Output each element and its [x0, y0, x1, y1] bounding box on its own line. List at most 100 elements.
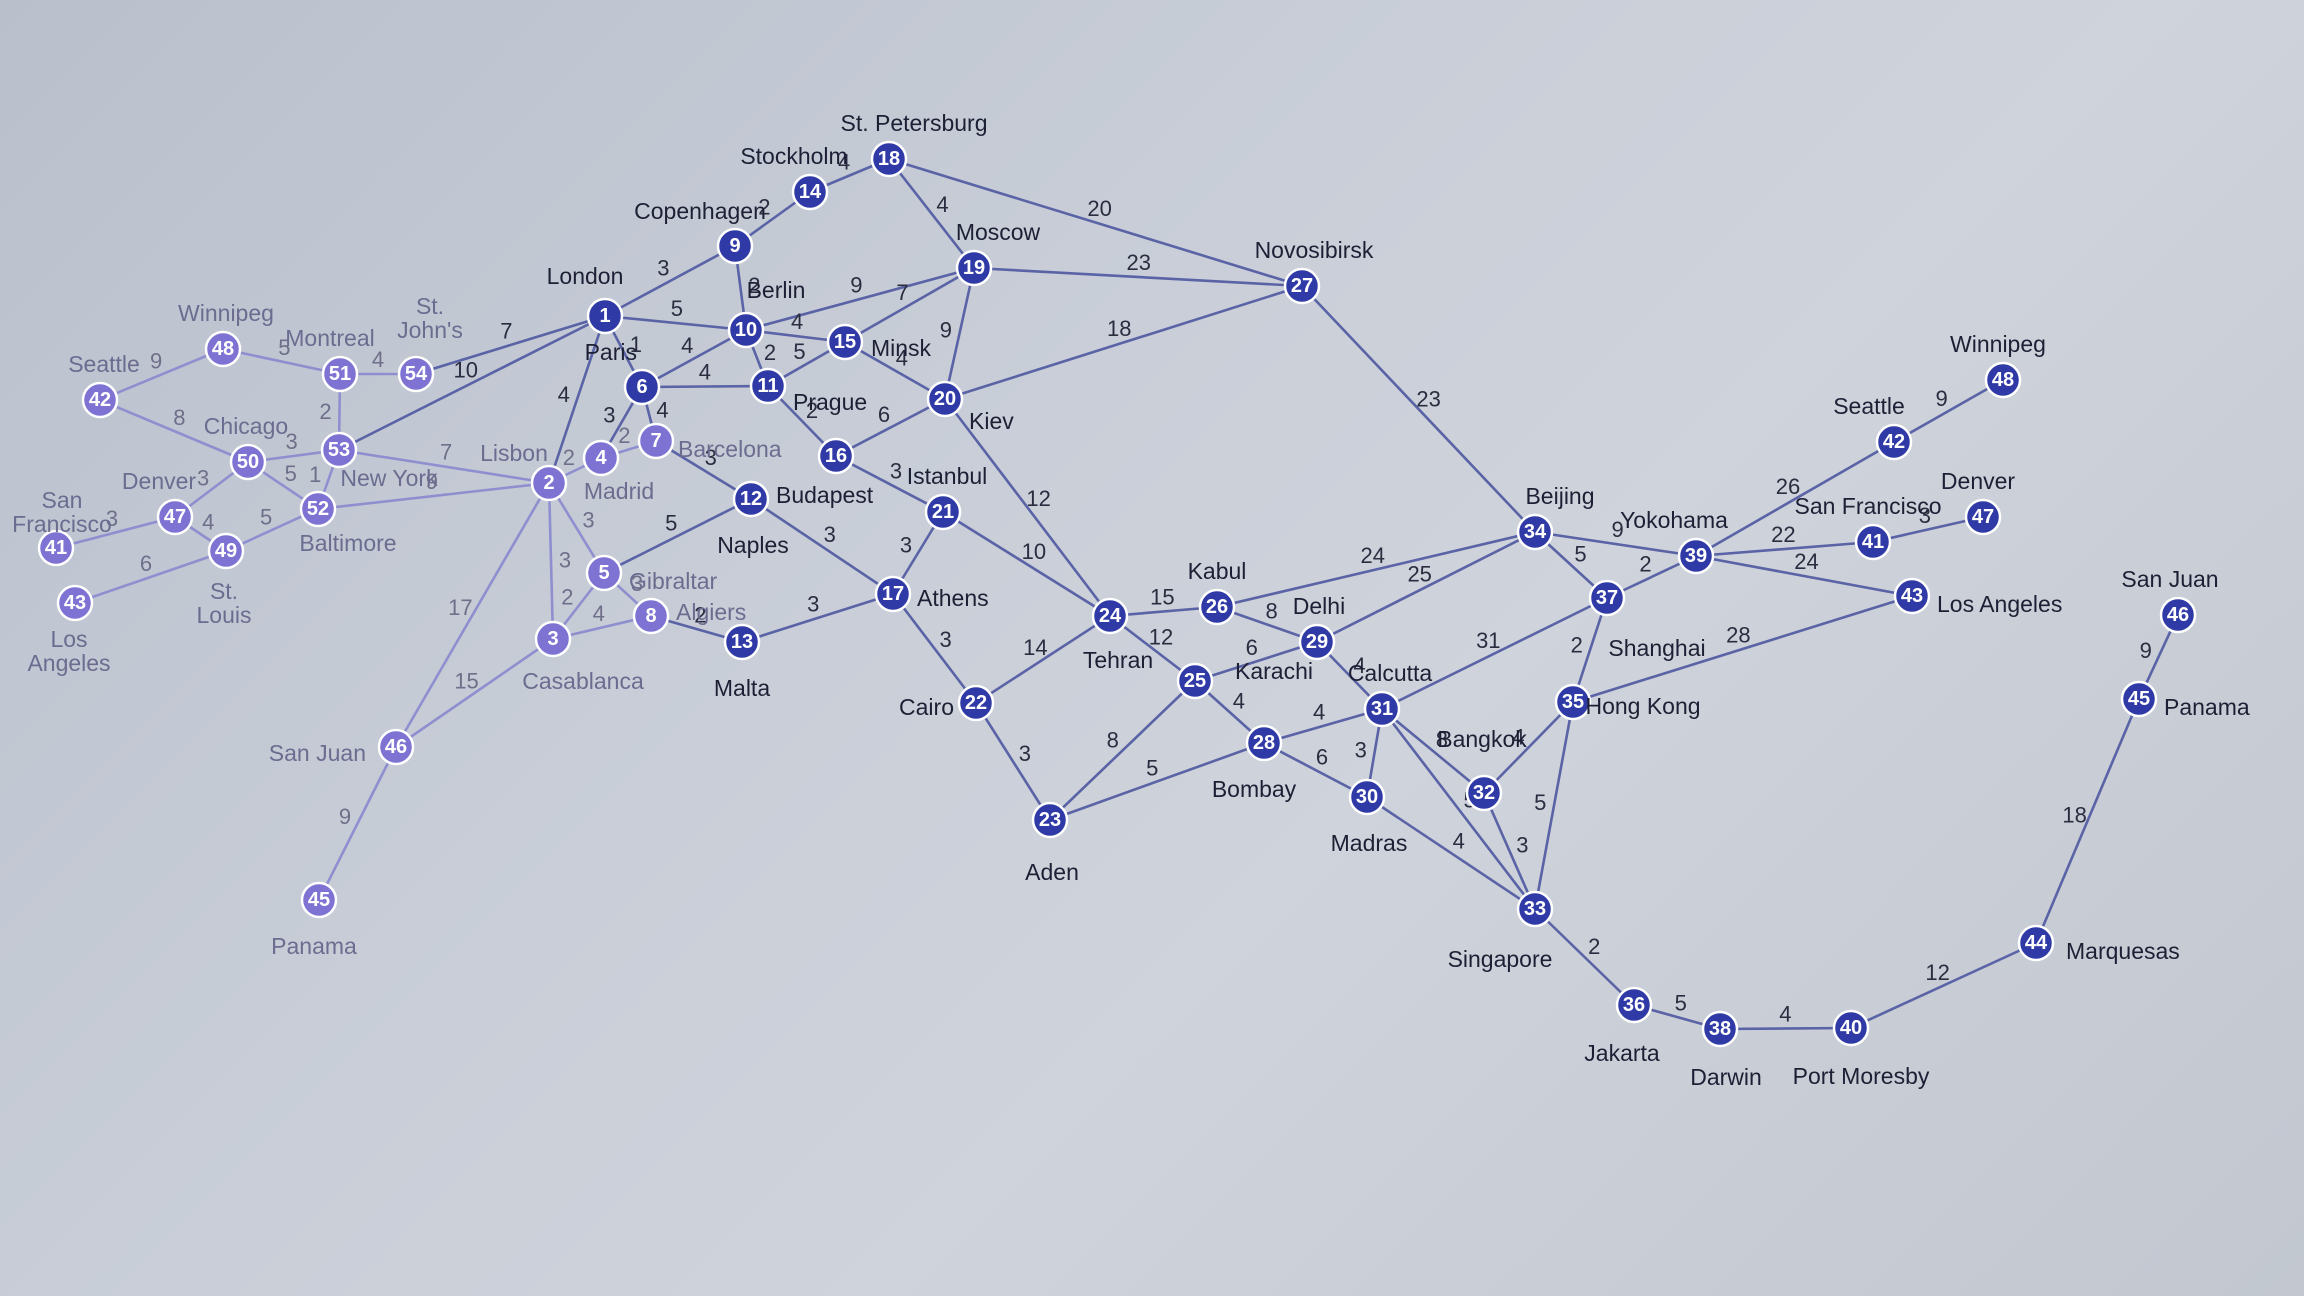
city-label: John's [397, 317, 463, 343]
node-circle [1516, 513, 1554, 551]
edge-weight: 4 [681, 333, 693, 358]
node-circle [926, 380, 964, 418]
edge-39-41r [1695, 540, 1874, 558]
node-circle [1964, 498, 2002, 536]
node-circle [1298, 623, 1336, 661]
node-number: 34 [1524, 521, 1547, 543]
edge-46l-45l [317, 746, 398, 901]
edge-48l-51 [222, 347, 341, 376]
edge-weight: 26 [1776, 474, 1800, 499]
edge-weight: 18 [1107, 316, 1131, 341]
edge-weight: 3 [900, 533, 912, 558]
edge-weight: 4 [1233, 689, 1245, 714]
edge-weight: 3 [890, 459, 902, 484]
city-label: Seattle [1833, 393, 1905, 419]
edge-weight: 25 [1407, 562, 1431, 587]
edge-18-19 [887, 158, 976, 269]
node-circle [1875, 423, 1913, 461]
edge-35-43r [1572, 594, 1913, 704]
edge-weight: 5 [665, 510, 677, 535]
node-number: 23 [1039, 809, 1061, 831]
edge-weight: 1 [630, 332, 642, 357]
city-label: Berlin [747, 277, 806, 303]
city-label: Singapore [1448, 946, 1553, 972]
edge-7-12 [655, 439, 752, 501]
edge-18-27 [888, 157, 1303, 288]
edge-weight: 3 [1355, 738, 1367, 763]
city-label: Baltimore [299, 530, 396, 556]
node-number: 24 [1099, 605, 1122, 627]
node-number: 12 [740, 488, 762, 510]
node-number: 37 [1596, 587, 1618, 609]
edge-19-27 [973, 266, 1303, 288]
node-circle [530, 464, 568, 502]
node-number: 21 [932, 501, 954, 523]
edge-weight: 6 [1316, 745, 1328, 770]
edge-weight: 4 [593, 601, 605, 626]
city-label: Budapest [776, 482, 874, 508]
node-41r: 41 San Francisco [1794, 493, 1942, 561]
node-circle [377, 728, 415, 766]
edge-weight: 3 [807, 592, 819, 617]
node-number: 46 [385, 736, 407, 758]
city-label: San [42, 487, 83, 513]
edge-2-46l [394, 482, 551, 748]
edge-weight: 5 [1534, 790, 1546, 815]
edge-6-11 [641, 384, 769, 389]
edge-weight: 3 [582, 508, 594, 533]
city-label: Seattle [68, 351, 140, 377]
node-circle [204, 330, 242, 368]
node-circle [37, 529, 75, 567]
edge-weight: 9 [1611, 517, 1623, 542]
city-label: St. [210, 578, 238, 604]
edge-weight: 9 [940, 317, 952, 342]
node-12n: Naples [717, 532, 789, 558]
city-label: San Juan [269, 740, 366, 766]
city-label: San Francisco [1794, 493, 1941, 519]
node-circle [2017, 924, 2055, 962]
edge-weight: 2 [1571, 633, 1583, 658]
node-number: 41 [1862, 531, 1884, 553]
edge-weight: 3 [1919, 503, 1931, 528]
edge-20-27 [944, 284, 1303, 401]
node-number: 15 [834, 331, 856, 353]
node-circle [924, 493, 962, 531]
edge-weight: 4 [1453, 828, 1465, 853]
node-number: 18 [878, 148, 900, 170]
edge-2-52 [317, 481, 550, 511]
edge-29-34 [1316, 530, 1536, 644]
edge-weight: 31 [1476, 628, 1500, 653]
edge-weight: 24 [1794, 549, 1818, 574]
edge-weight: 3 [705, 445, 717, 470]
node-circle [1677, 537, 1715, 575]
edge-33-36 [1534, 908, 1635, 1006]
edge-12-17 [750, 497, 894, 596]
node-number: 2 [543, 472, 554, 494]
city-label: Algiers [676, 599, 746, 625]
edge-weight: 12 [1925, 960, 1949, 985]
node-number: 8 [645, 605, 656, 627]
node-circle [320, 431, 358, 469]
node-circle [229, 443, 267, 481]
node-number: 49 [215, 540, 237, 562]
edge-20-24 [943, 398, 1112, 617]
city-label: Malta [714, 675, 770, 701]
node-circle [955, 249, 993, 287]
node-circle [1176, 662, 1214, 700]
node-number: 32 [1473, 782, 1495, 804]
node-number: 3 [547, 628, 558, 650]
node-number: 52 [307, 498, 329, 520]
node-number: 48 [212, 338, 234, 360]
